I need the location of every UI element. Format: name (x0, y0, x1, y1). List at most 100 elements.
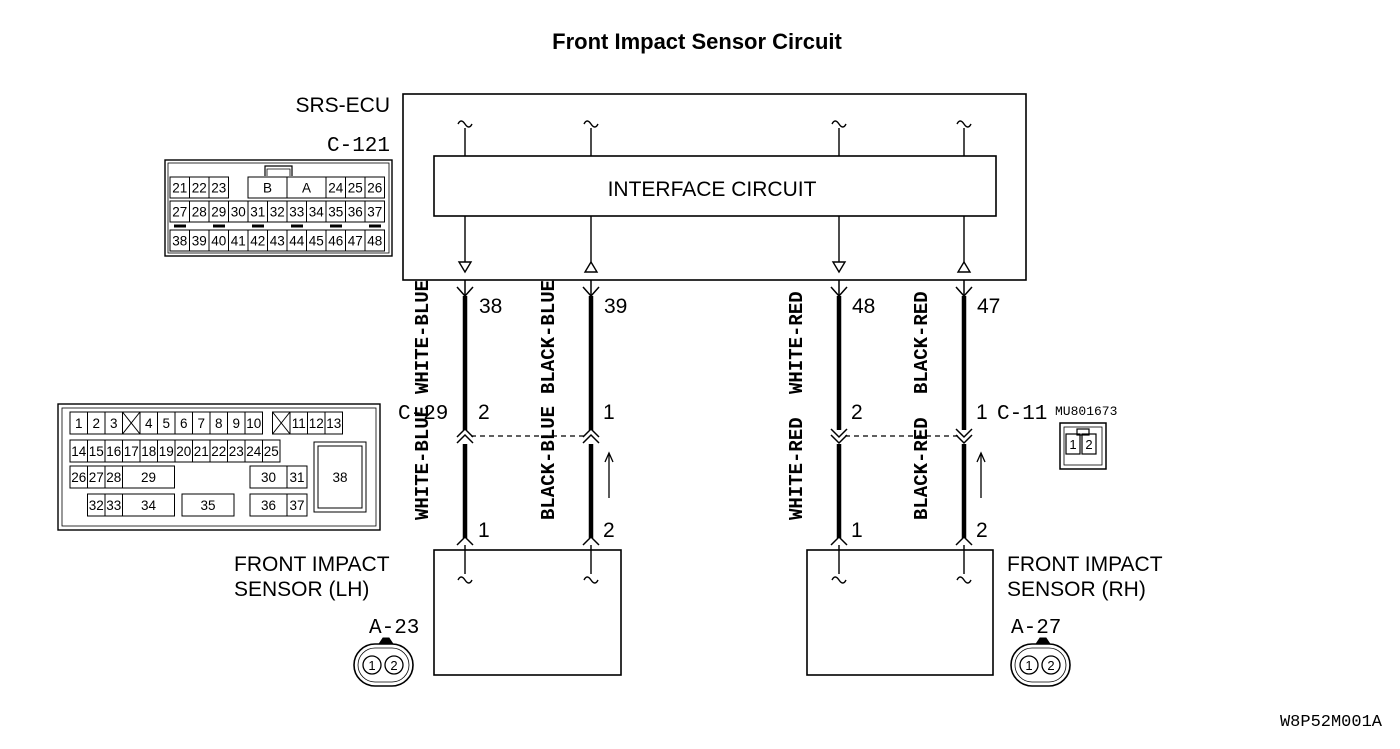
connector-cell (313, 441, 367, 513)
ecu-pin-48: 48 (852, 295, 875, 318)
connector-pin-number: 48 (367, 234, 382, 249)
connector-pin-number: 38 (172, 234, 187, 249)
connector-pin-number: 20 (176, 444, 191, 459)
connector-cell (122, 465, 175, 489)
connector-cell (272, 411, 291, 435)
sensor-rh-pin-1: 1 (851, 519, 863, 542)
c11-connector-face (1059, 422, 1107, 470)
connector-pin-number: 29 (211, 205, 226, 220)
c11-label: C-11 (997, 403, 1047, 426)
wire-color-lower-4: BLACK-RED (911, 417, 933, 520)
connector-pin-number: A (302, 181, 311, 196)
connector-pin-number: 8 (215, 416, 223, 431)
connector-cell (324, 411, 343, 435)
ecu-pin-39: 39 (604, 295, 627, 318)
connector-cell (122, 411, 141, 435)
connector-pin-number: 34 (309, 205, 325, 220)
c11-pin-2: 2 (851, 401, 863, 424)
connector-pin-number: 22 (211, 444, 226, 459)
wire-color-upper-3: WHITE-RED (786, 291, 808, 394)
connector-pin-number: 36 (348, 205, 363, 220)
ecu-internal-leads (457, 120, 972, 274)
connector-pin-number: 31 (289, 470, 304, 485)
connector-pin-number: 33 (106, 498, 121, 513)
c11-face-pin-2: 2 (1085, 437, 1092, 452)
srs-ecu-box: INTERFACE CIRCUIT (402, 93, 1027, 281)
connector-cell (364, 229, 385, 252)
terminal-symbols (456, 280, 973, 546)
sensor-rh-face-pin-1: 1 (1025, 658, 1032, 673)
connector-cell (122, 493, 175, 517)
connector-cell (244, 411, 263, 435)
connector-pin-number: 3 (110, 416, 118, 431)
wire-color-upper-4: BLACK-RED (911, 291, 933, 394)
sensor-rh-box (806, 545, 994, 676)
interface-circuit-box (433, 155, 997, 217)
connector-pin-number: 2 (92, 416, 100, 431)
connector-pin-number: 13 (326, 416, 341, 431)
wire-color-upper-2: BLACK-BLUE (538, 280, 560, 394)
connector-pin-number: 40 (211, 234, 226, 249)
sensor-rh-label-2: SENSOR (RH) (1007, 578, 1146, 601)
wire-color-labels: WHITE-BLUE BLACK-BLUE WHITE-RED BLACK-RE… (412, 280, 933, 520)
connector-pin-number: 43 (270, 234, 285, 249)
c11-pin-1: 1 (976, 401, 988, 424)
connector-pin-number: 38 (332, 470, 347, 485)
connector-pin-number: 12 (309, 416, 324, 431)
sensor-lh-label-2: SENSOR (LH) (234, 578, 369, 601)
connector-cell (317, 445, 363, 509)
connector-pin-number: B (263, 181, 272, 196)
connector-pin-number: 23 (211, 181, 226, 196)
connector-pin-number: 24 (246, 444, 262, 459)
current-arrows (604, 451, 986, 498)
sensor-rh-pin-2: 2 (976, 519, 988, 542)
connector-pin-number: 19 (159, 444, 174, 459)
connector-pin-number: 26 (71, 470, 86, 485)
sensor-lh-face-pin-2: 2 (390, 658, 397, 673)
connector-pin-number: 11 (292, 416, 306, 431)
connector-pin-number: 28 (106, 470, 121, 485)
sensor-lh-connector-label: A-23 (369, 617, 419, 640)
connector-pin-number: 35 (200, 498, 215, 513)
connector-pin-number: 21 (172, 181, 187, 196)
diagram-title: Front Impact Sensor Circuit (552, 29, 842, 54)
connector-pin-number: 10 (246, 416, 261, 431)
connector-pin-number: 7 (197, 416, 205, 431)
diagram-code: W8P52M001A (1280, 713, 1383, 732)
sensor-lh-pin-1: 1 (478, 519, 490, 542)
connector-pin-number: 45 (309, 234, 324, 249)
sensor-rh-label-1: FRONT IMPACT (1007, 553, 1163, 576)
connector-divider (122, 411, 141, 435)
connector-pin-number: 37 (289, 498, 304, 513)
connector-cell (364, 176, 385, 199)
connector-pin-number: 9 (232, 416, 240, 431)
wire-color-lower-3: WHITE-RED (786, 417, 808, 520)
connector-pin-number: 23 (229, 444, 244, 459)
connector-cell (262, 439, 281, 463)
connector-divider (272, 411, 291, 435)
connector-pin-number: 5 (162, 416, 170, 431)
connector-cell (286, 493, 308, 517)
connector-pin-number: 18 (141, 444, 156, 459)
connector-pin-number: 41 (231, 234, 246, 249)
connector-pin-number: 39 (192, 234, 207, 249)
connector-pin-number: 32 (270, 205, 285, 220)
connector-pin-number: 24 (328, 181, 344, 196)
sensor-rh-connector-label: A-27 (1011, 617, 1061, 640)
connector-pin-number: 35 (328, 205, 343, 220)
connector-pin-number: 6 (180, 416, 188, 431)
sensor-lh-face-pin-1: 1 (368, 658, 375, 673)
connector-pin-number: 30 (261, 470, 276, 485)
connector-pin-number: 28 (192, 205, 207, 220)
connector-pin-number: 37 (367, 205, 382, 220)
interface-circuit-label: INTERFACE CIRCUIT (608, 178, 817, 201)
c29-label: C-29 (398, 403, 448, 426)
connector-pin-number: 42 (250, 234, 265, 249)
connector-pin-number: 31 (250, 205, 265, 220)
sensor-rh-face-pin-2: 2 (1047, 658, 1054, 673)
c29-pin-2: 2 (478, 401, 490, 424)
sensor-lh-connector-face (353, 637, 414, 687)
